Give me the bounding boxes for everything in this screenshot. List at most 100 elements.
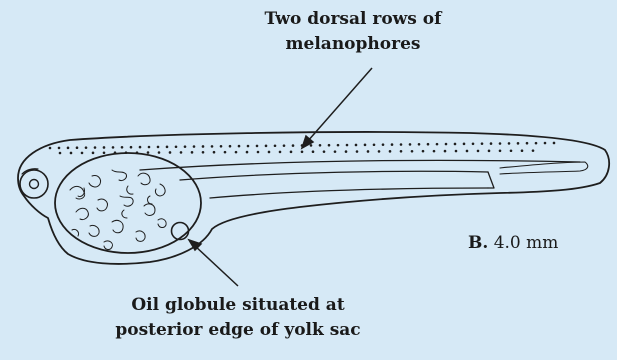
melanophore-dot: [193, 145, 196, 148]
melanophore-dot: [147, 151, 150, 154]
oil-arrow-line: [194, 245, 238, 286]
finfold-inner: [500, 162, 588, 174]
melanophore-dot: [378, 150, 381, 153]
melanophore-dot: [510, 149, 513, 152]
melanophore-dot: [175, 145, 178, 148]
melanophore-dot: [323, 150, 326, 153]
melanophore-dot: [265, 145, 268, 148]
melanophore-dot: [532, 149, 535, 152]
stage-size-label: B. 4.0 mm: [468, 233, 558, 253]
melanophore-dot: [488, 150, 491, 153]
gut-line-upper: [180, 171, 488, 180]
oil-globule: [172, 223, 189, 240]
melanophore-dot: [337, 144, 340, 147]
melanophore-dot: [490, 142, 493, 145]
melanophore-dot: [466, 150, 469, 153]
melanophore-dot: [544, 142, 547, 145]
melanophore-dot: [319, 144, 322, 147]
melanophore-dot: [499, 142, 502, 145]
melanophore-dot: [463, 143, 466, 146]
melanophore-dot: [334, 150, 337, 153]
melanophore-dot: [373, 143, 376, 146]
melanophore-dot: [59, 152, 62, 155]
yolk-sac: [55, 153, 201, 253]
melanophore-dot: [191, 151, 194, 154]
melanophore-dot: [346, 144, 349, 147]
melanophore-dot: [121, 146, 124, 149]
melanophore-dot: [400, 150, 403, 153]
melanophore-dot: [521, 149, 524, 152]
eye-inner: [30, 180, 39, 189]
stage-letter: B.: [468, 233, 488, 253]
melanophore-dot: [301, 150, 304, 153]
melanophore-dot: [433, 150, 436, 153]
melanophore-dot: [136, 151, 139, 154]
melanophore-dot: [103, 146, 106, 149]
melanophore-dot: [202, 151, 205, 154]
melanophore-dot: [436, 143, 439, 146]
melanophore-dot: [184, 145, 187, 148]
oil-label-line-1: Oil globule situated at: [98, 293, 378, 318]
melanophore-dot: [345, 150, 348, 153]
oil-globule-label: Oil globule situated at posterior edge o…: [98, 293, 378, 343]
melanophore-dot: [367, 150, 370, 153]
melanophore-dot: [356, 150, 359, 153]
melanophore-dot: [157, 146, 160, 149]
melanophore-dot: [247, 145, 250, 148]
melanophore-dot: [158, 151, 161, 154]
anus-bend: [488, 172, 494, 188]
melanophore-dot: [517, 142, 520, 145]
melanophore-dot: [526, 142, 529, 145]
yolk-texture: [70, 170, 166, 250]
melanophore-dot: [279, 151, 282, 154]
melanophore-dot: [114, 151, 117, 154]
melanophore-dot: [103, 151, 106, 154]
eye-outer: [20, 170, 48, 198]
melanophore-dot: [92, 152, 95, 155]
melanophore-dot: [553, 142, 556, 145]
melanophore-dot: [310, 144, 313, 147]
melanophore-dot: [389, 150, 392, 153]
melanophore-dot: [312, 150, 315, 153]
melanophore-dot: [211, 145, 214, 148]
melanophore-dot: [364, 144, 367, 147]
melanophore-dot: [499, 150, 502, 153]
notochord-line: [140, 160, 580, 170]
melanophore-dot: [180, 151, 183, 154]
melanophore-dot: [477, 150, 480, 153]
melanophore-dot: [445, 143, 448, 146]
melanophore-dot: [213, 151, 216, 154]
dorsal-label-line-1: Two dorsal rows of: [228, 7, 478, 32]
melanophore-dot: [427, 143, 430, 146]
melanophore-dot: [290, 151, 293, 154]
oil-label-line-2: posterior edge of yolk sac: [98, 318, 378, 343]
melanophore-dot: [94, 146, 97, 149]
melanophore-dot: [382, 143, 385, 146]
melanophore-dot: [535, 142, 538, 145]
melanophore-dot: [472, 142, 475, 145]
melanophore-dot: [202, 145, 205, 148]
stage-size: 4.0 mm: [494, 233, 559, 253]
melanophore-dot: [256, 145, 259, 148]
melanophore-dot: [257, 151, 260, 154]
dorsal-arrow-line: [307, 68, 372, 142]
melanophore-dot: [67, 147, 70, 150]
melanophore-dot: [268, 151, 271, 154]
melanophore-dot: [58, 147, 61, 150]
melanophore-dot: [85, 146, 88, 149]
melanophore-dot: [400, 143, 403, 146]
melanophore-dot: [444, 150, 447, 153]
melanophore-dot: [454, 143, 457, 146]
melanophore-dot: [328, 144, 331, 147]
melanophore-dot: [166, 146, 169, 149]
melanophore-dot: [224, 151, 227, 154]
melanophore-dot: [455, 150, 458, 153]
melanophore-dot: [49, 147, 52, 150]
melanophore-dot: [411, 150, 414, 153]
gut-line-lower: [210, 188, 488, 198]
melanophore-dot: [274, 144, 277, 147]
melanophore-dot: [139, 146, 142, 149]
melanophore-dot: [409, 143, 412, 146]
melanophore-dot: [391, 143, 394, 146]
melanophore-dot: [112, 146, 115, 149]
